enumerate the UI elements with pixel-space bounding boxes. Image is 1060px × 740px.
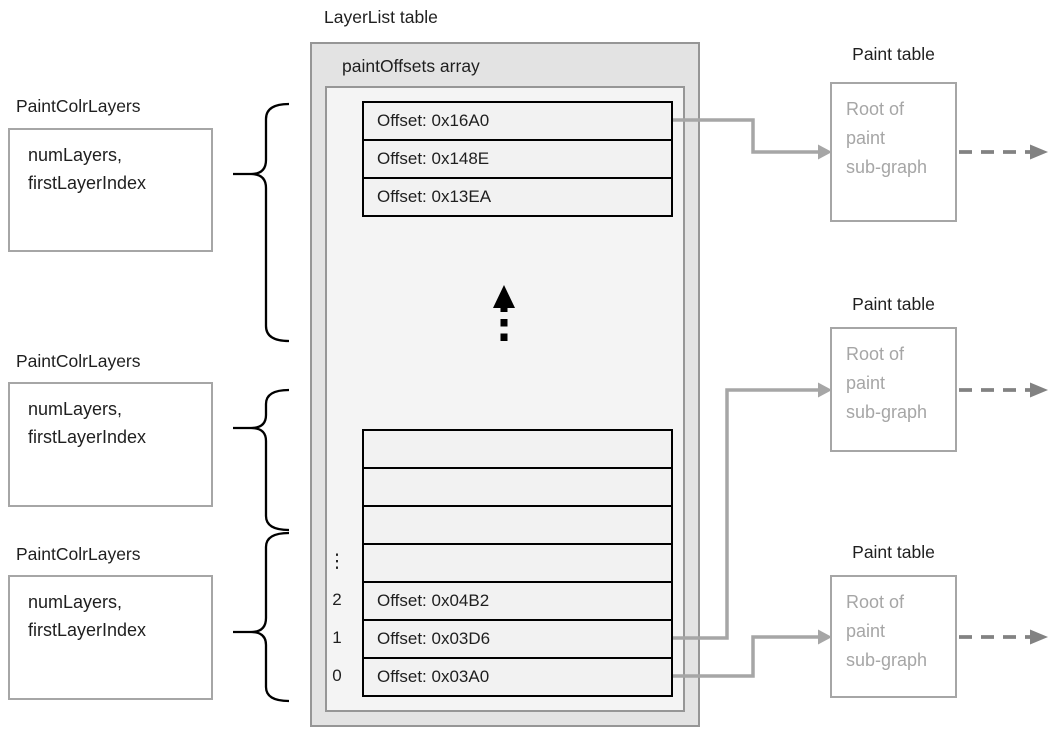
bottom-offset-cells: Offset: 0x04B2 Offset: 0x03D6 Offset: 0x… bbox=[362, 429, 673, 697]
layerlist-table-title: LayerList table bbox=[324, 7, 438, 27]
paint-subgraph-continues-arrow bbox=[959, 382, 1048, 398]
paint-table-body: Root of paint sub-graph bbox=[846, 344, 928, 422]
paint-table-body: Root of paint sub-graph bbox=[846, 592, 928, 670]
paint-table-box: Root of paint sub-graph bbox=[830, 327, 957, 452]
paintcolrlayers-box: numLayers, firstLayerIndex bbox=[8, 382, 213, 507]
offset-cell: Offset: 0x16A0 bbox=[362, 101, 673, 141]
paintcolrlayers-label: PaintColrLayers bbox=[16, 544, 141, 564]
paintcolrlayers-label: PaintColrLayers bbox=[16, 96, 141, 116]
paint-subgraph-continues-arrow bbox=[959, 629, 1048, 645]
paintcolrlayers-box: numLayers, firstLayerIndex bbox=[8, 128, 213, 252]
paint-table-label: Paint table bbox=[852, 294, 935, 314]
paint-table-label: Paint table bbox=[852, 44, 935, 64]
paint-table-box: Root of paint sub-graph bbox=[830, 575, 957, 698]
brace-bottom-range bbox=[233, 531, 290, 703]
brace-middle-range bbox=[233, 388, 290, 532]
paint-subgraph-continues-arrow bbox=[959, 144, 1048, 160]
index-label-1: 1 bbox=[332, 628, 342, 647]
paintcolrlayers-label: PaintColrLayers bbox=[16, 351, 141, 371]
offset-cell-empty bbox=[362, 543, 673, 583]
paint-table-label: Paint table bbox=[852, 542, 935, 562]
offset-cell: Offset: 0x04B2 bbox=[362, 581, 673, 621]
offset-cell-empty bbox=[362, 467, 673, 507]
offset-cell: Offset: 0x03D6 bbox=[362, 619, 673, 659]
index-ellipsis: ⋮ bbox=[327, 551, 347, 572]
paintoffsets-array-label: paintOffsets array bbox=[342, 56, 480, 76]
index-label-0: 0 bbox=[332, 666, 342, 685]
paintcolrlayers-box: numLayers, firstLayerIndex bbox=[8, 575, 213, 700]
offset-cell-empty bbox=[362, 505, 673, 545]
paintcolrlayers-fields: numLayers, firstLayerIndex bbox=[28, 145, 147, 193]
offset-cell: Offset: 0x13EA bbox=[362, 177, 673, 217]
brace-top-range bbox=[233, 102, 290, 343]
offset-cell-empty bbox=[362, 429, 673, 469]
offset-cell: Offset: 0x148E bbox=[362, 139, 673, 179]
index-label-2: 2 bbox=[332, 590, 342, 609]
top-offset-cells: Offset: 0x16A0 Offset: 0x148E Offset: 0x… bbox=[362, 101, 673, 217]
paintcolrlayers-fields: numLayers, firstLayerIndex bbox=[28, 399, 147, 447]
paint-table-body: Root of paint sub-graph bbox=[846, 99, 928, 177]
paint-table-box: Root of paint sub-graph bbox=[830, 82, 957, 222]
offset-cell: Offset: 0x03A0 bbox=[362, 657, 673, 697]
paintcolrlayers-fields: numLayers, firstLayerIndex bbox=[28, 592, 147, 640]
